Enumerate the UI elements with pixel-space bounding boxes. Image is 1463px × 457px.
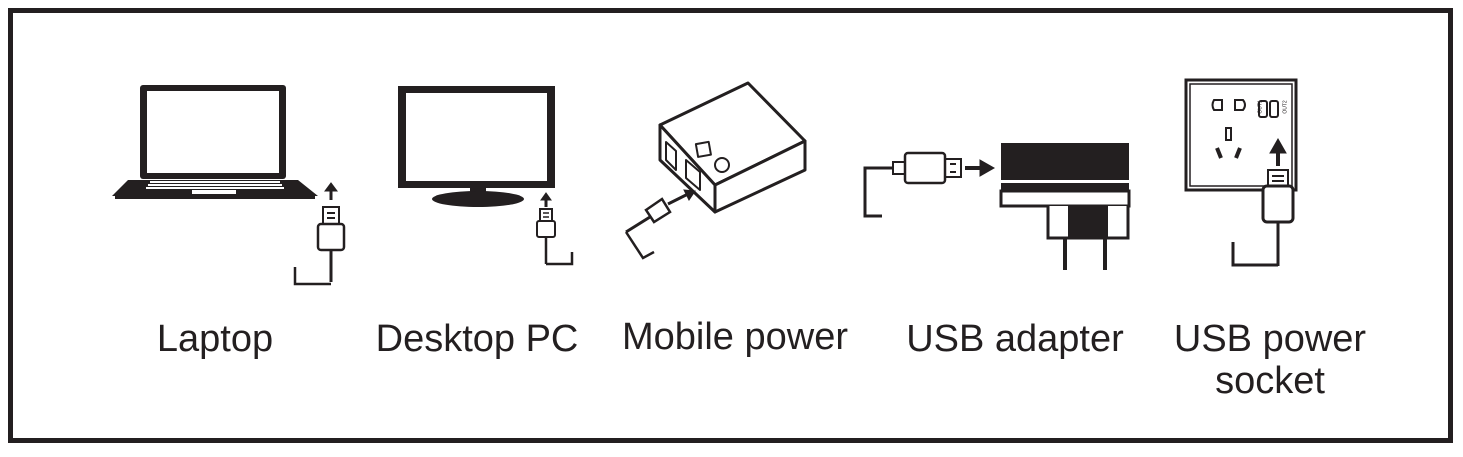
laptop-icon: [112, 85, 318, 199]
label-usb-power-socket-line2: socket: [1215, 360, 1325, 402]
monitor-icon: [398, 86, 555, 207]
usb-wall-adapter-icon: [999, 143, 1131, 270]
socket-port-label-out1: OUT1: [1257, 100, 1264, 114]
socket-port-label-out2: OUT2: [1282, 100, 1289, 114]
socket-usb-cable-icon: [1231, 137, 1295, 267]
label-usb-power-socket-line1: USB power: [1173, 318, 1367, 360]
power-bank-usb-cable-icon: [624, 189, 696, 260]
label-desktop-pc: Desktop PC: [375, 318, 579, 360]
label-usb-adapter: USB adapter: [906, 318, 1124, 360]
power-bank-icon: [658, 81, 807, 214]
desktop-usb-cable-icon: [536, 192, 574, 266]
label-mobile-power: Mobile power: [622, 316, 848, 358]
usb-cable-to-adapter-icon: [863, 151, 996, 218]
laptop-usb-cable-icon: [293, 182, 346, 286]
label-laptop: Laptop: [156, 318, 274, 360]
